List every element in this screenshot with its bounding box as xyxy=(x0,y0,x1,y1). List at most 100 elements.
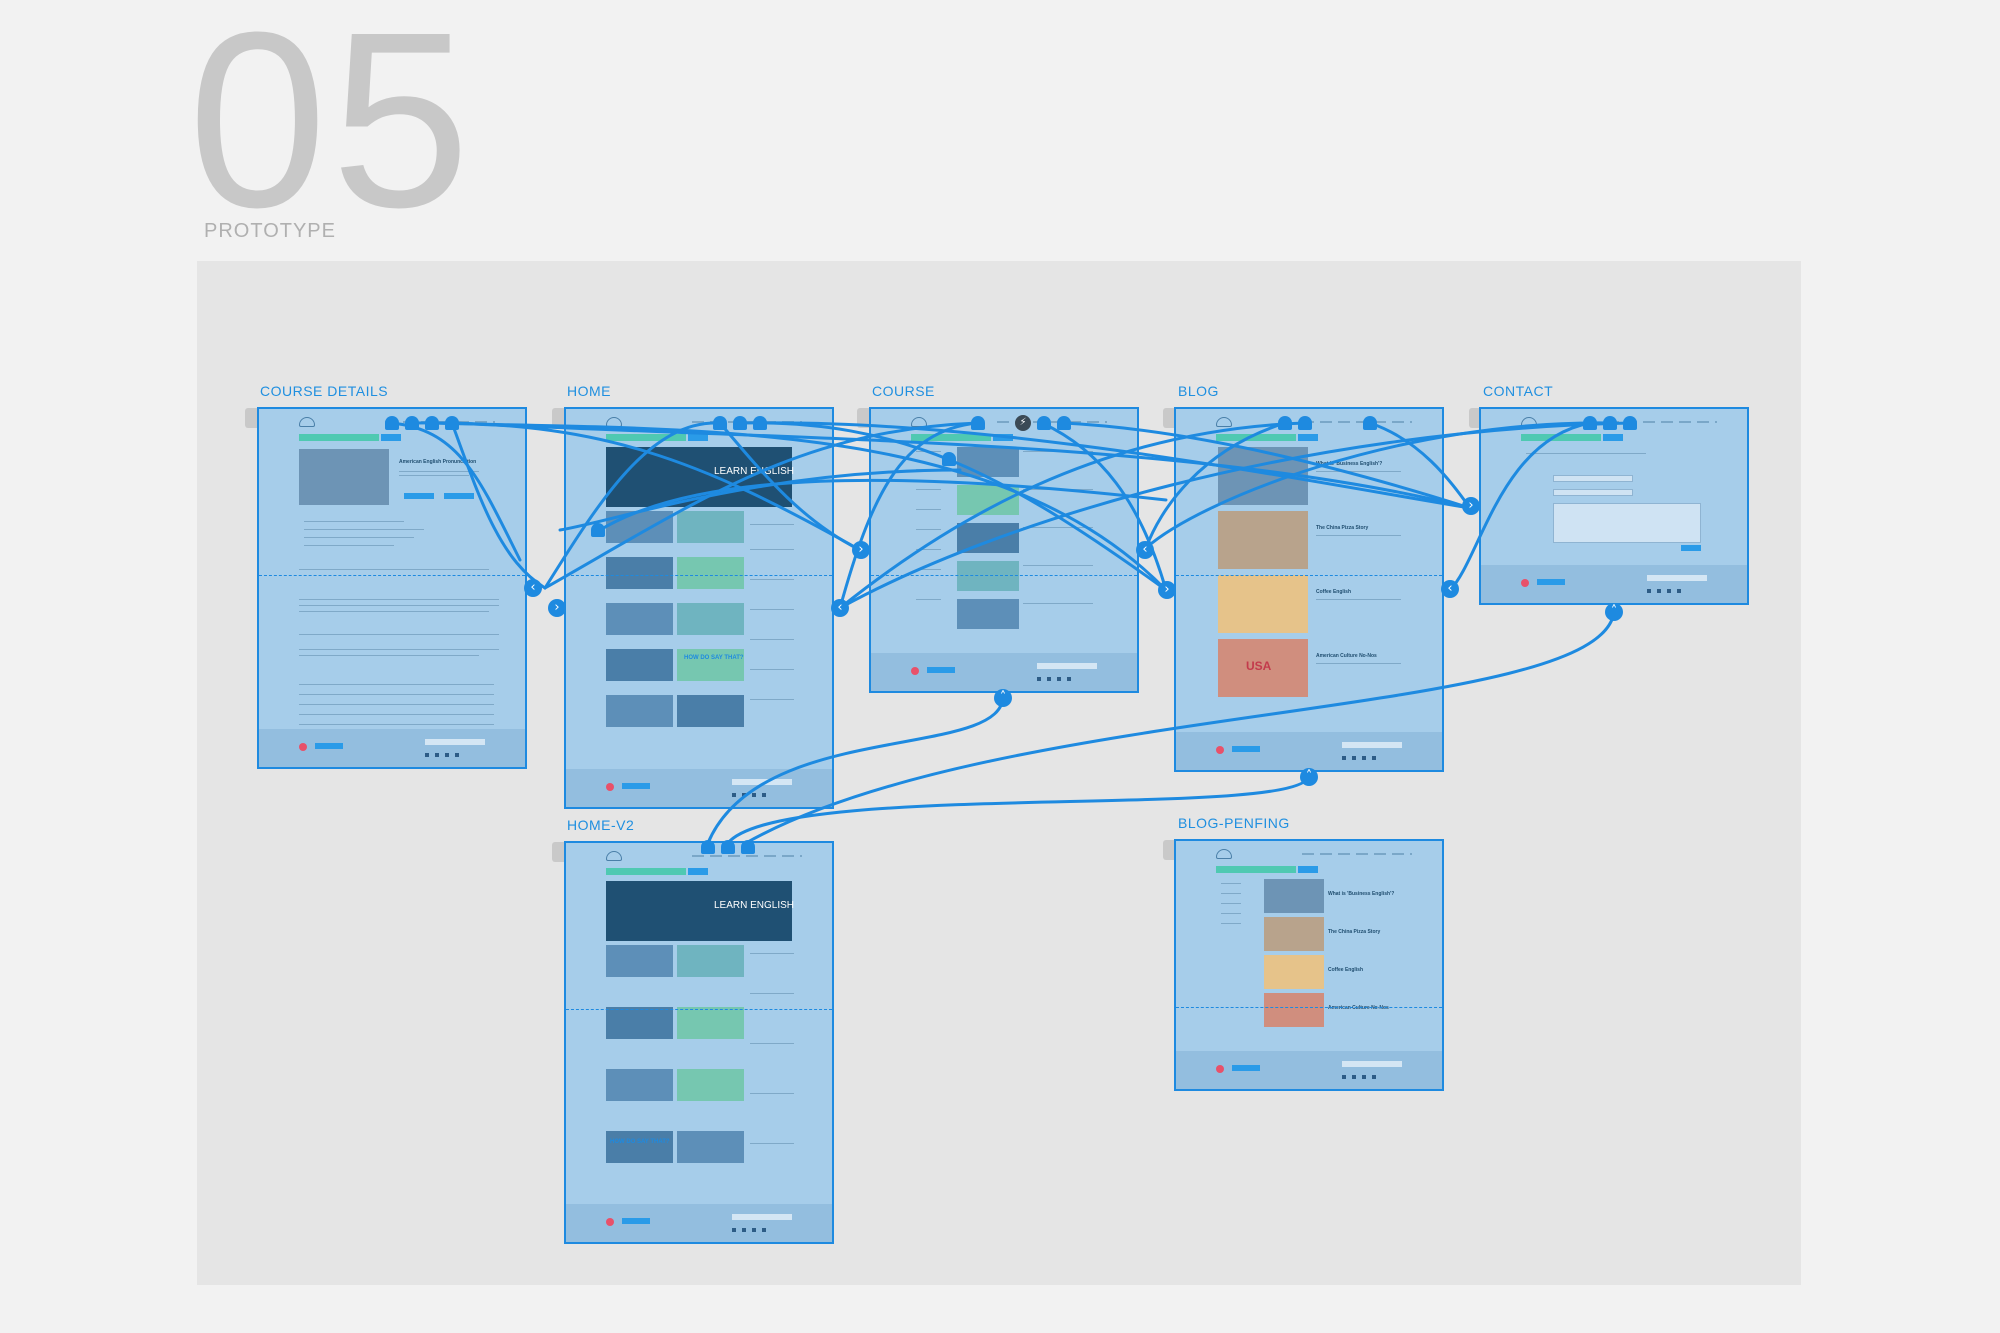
footer-button[interactable] xyxy=(927,667,955,673)
hotspot-marker[interactable] xyxy=(425,416,439,430)
subscribe-input[interactable] xyxy=(1342,742,1402,748)
hotspot-marker[interactable] xyxy=(385,416,399,430)
lightning-icon[interactable]: ⚡ xyxy=(1015,415,1031,431)
hotspot-marker[interactable] xyxy=(1037,416,1051,430)
video-thumbnail[interactable] xyxy=(677,695,744,727)
back-arrow-icon[interactable]: ‹ xyxy=(1136,541,1154,559)
hotspot-marker[interactable] xyxy=(942,452,956,466)
screen-home[interactable]: LEARN ENGLISH HOW DO SAY THAT? xyxy=(564,407,834,809)
video-thumbnail[interactable] xyxy=(677,945,744,977)
hotspot-marker[interactable] xyxy=(591,523,605,537)
email-field[interactable] xyxy=(1553,489,1633,496)
search-bar[interactable] xyxy=(911,434,991,441)
search-bar[interactable] xyxy=(1216,434,1296,441)
search-bar[interactable] xyxy=(1521,434,1601,441)
video-thumbnail[interactable] xyxy=(606,1069,673,1101)
video-thumbnail[interactable] xyxy=(606,557,673,589)
hotspot-marker[interactable] xyxy=(445,416,459,430)
forward-arrow-icon[interactable]: › xyxy=(1462,497,1480,515)
category-item[interactable] xyxy=(916,489,941,490)
hotspot-marker[interactable] xyxy=(1363,416,1377,430)
blog-post-title[interactable]: The China Pizza Story xyxy=(1328,929,1381,935)
category-item[interactable] xyxy=(916,451,941,452)
hotspot-marker[interactable] xyxy=(1298,416,1312,430)
blog-photo[interactable] xyxy=(1264,917,1324,951)
search-button[interactable] xyxy=(688,434,708,441)
search-bar[interactable] xyxy=(606,868,686,875)
hotspot-marker[interactable] xyxy=(733,416,747,430)
screen-blog[interactable]: USA What is 'Business English'? The Chin… xyxy=(1174,407,1444,772)
chevron-up-icon[interactable]: ˄ xyxy=(994,689,1012,707)
hotspot-marker[interactable] xyxy=(405,416,419,430)
social-icons[interactable] xyxy=(1342,756,1382,760)
blog-photo[interactable] xyxy=(1218,511,1308,569)
blog-photo[interactable] xyxy=(1218,575,1308,633)
footer-button[interactable] xyxy=(1232,746,1260,752)
category-item[interactable] xyxy=(916,599,941,600)
video-thumbnail[interactable] xyxy=(677,1069,744,1101)
search-button[interactable] xyxy=(1298,866,1318,873)
blog-post-title[interactable]: What is 'Business English'? xyxy=(1328,891,1395,897)
video-thumbnail[interactable] xyxy=(677,649,744,681)
category-item[interactable] xyxy=(1221,923,1241,924)
subscribe-input[interactable] xyxy=(1037,663,1097,669)
screen-course-details[interactable]: American English Pronunciation xyxy=(257,407,527,769)
social-icons[interactable] xyxy=(425,753,465,757)
chevron-up-icon[interactable]: ˄ xyxy=(1605,603,1623,621)
blog-post-title[interactable]: American Culture No-Nos xyxy=(1316,653,1377,659)
subscribe-input[interactable] xyxy=(1342,1061,1402,1067)
blog-post-title[interactable]: The China Pizza Story xyxy=(1316,525,1369,531)
course-thumbnail[interactable] xyxy=(957,447,1019,477)
hotspot-marker[interactable] xyxy=(1278,416,1292,430)
hotspot-marker[interactable] xyxy=(1603,416,1617,430)
video-thumbnail[interactable] xyxy=(606,1007,673,1039)
social-icons[interactable] xyxy=(1647,589,1687,593)
video-thumbnail[interactable] xyxy=(677,511,744,543)
category-item[interactable] xyxy=(1221,893,1241,894)
back-arrow-icon[interactable]: ‹ xyxy=(1441,580,1459,598)
enroll-button[interactable] xyxy=(404,493,434,499)
blog-post-title[interactable]: What is 'Business English'? xyxy=(1316,461,1383,467)
course-thumbnail[interactable] xyxy=(957,523,1019,553)
search-bar[interactable] xyxy=(606,434,686,441)
video-thumbnail[interactable] xyxy=(677,603,744,635)
hotspot-marker[interactable] xyxy=(1623,416,1637,430)
hotspot-marker[interactable] xyxy=(971,416,985,430)
hotspot-marker[interactable] xyxy=(721,840,735,854)
subscribe-input[interactable] xyxy=(1647,575,1707,581)
subscribe-input[interactable] xyxy=(732,1214,792,1220)
footer-button[interactable] xyxy=(1537,579,1565,585)
send-button[interactable] xyxy=(1681,545,1701,551)
screen-blog-penfing[interactable]: What is 'Business English'? The China Pi… xyxy=(1174,839,1444,1091)
video-thumbnail[interactable] xyxy=(606,603,673,635)
category-item[interactable] xyxy=(1221,883,1241,884)
hotspot-marker[interactable] xyxy=(713,416,727,430)
blog-photo[interactable] xyxy=(1264,955,1324,989)
footer-button[interactable] xyxy=(1232,1065,1260,1071)
course-thumbnail[interactable] xyxy=(957,599,1019,629)
search-button[interactable] xyxy=(993,434,1013,441)
blog-photo[interactable] xyxy=(1218,447,1308,505)
video-thumbnail[interactable] xyxy=(677,557,744,589)
video-thumbnail[interactable] xyxy=(677,1007,744,1039)
search-button[interactable] xyxy=(1298,434,1318,441)
category-item[interactable] xyxy=(1221,903,1241,904)
category-item[interactable] xyxy=(916,549,941,550)
forward-arrow-icon[interactable]: › xyxy=(852,541,870,559)
message-field[interactable] xyxy=(1553,503,1701,543)
forward-arrow-icon[interactable]: › xyxy=(548,599,566,617)
video-thumbnail[interactable] xyxy=(606,649,673,681)
footer-button[interactable] xyxy=(622,783,650,789)
hotspot-marker[interactable] xyxy=(701,840,715,854)
blog-post-title[interactable]: Coffee English xyxy=(1328,967,1364,973)
social-icons[interactable] xyxy=(732,1228,772,1232)
category-item[interactable] xyxy=(916,569,941,570)
back-arrow-icon[interactable]: ‹ xyxy=(524,579,542,597)
chevron-up-icon[interactable]: ˄ xyxy=(1300,768,1318,786)
name-field[interactable] xyxy=(1553,475,1633,482)
hotspot-marker[interactable] xyxy=(741,840,755,854)
video-thumbnail[interactable] xyxy=(606,511,673,543)
video-thumbnail[interactable] xyxy=(606,695,673,727)
social-icons[interactable] xyxy=(1037,677,1077,681)
video-thumbnail[interactable] xyxy=(606,945,673,977)
